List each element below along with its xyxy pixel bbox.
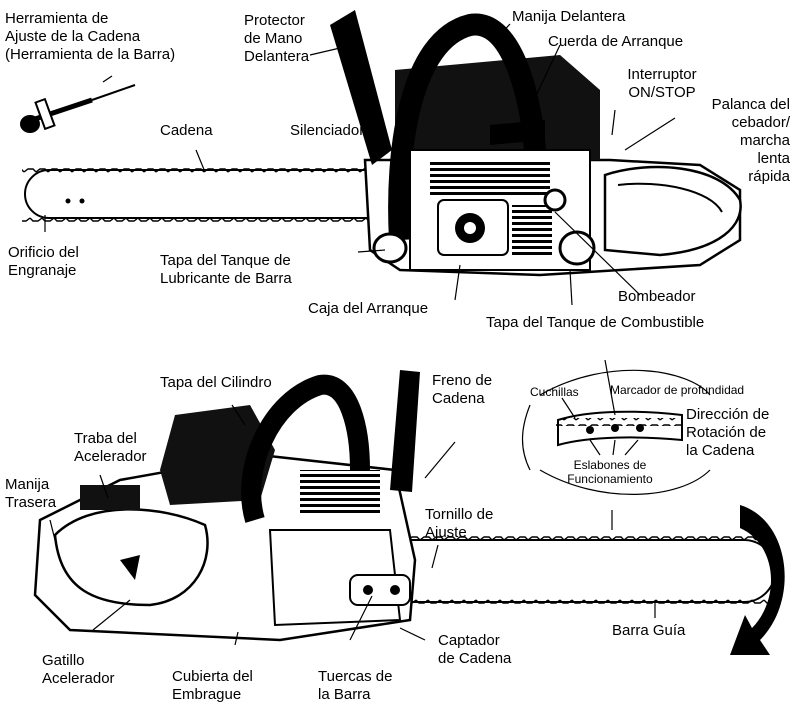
label-sprocket-hole-text: Orificio del Engranaje (8, 244, 79, 279)
top-body-drawing (330, 10, 742, 277)
bottom-leader-lines (49, 404, 656, 646)
top-saw-illustration (20, 10, 742, 306)
label-bar-oil-cap-text: Tapa del Tanque de Lubricante de Barra (160, 252, 292, 287)
bottom-saw-illustration (33, 359, 785, 655)
label-sprocket-hole: Orificio del Engranaje (8, 244, 79, 280)
top-guide-bar-drawing (22, 166, 392, 223)
label-drive-links-text: Eslabones de Funcionamiento (567, 458, 653, 486)
label-choke-lever: Palanca del cebador/ marcha lenta rápida (672, 96, 790, 186)
chain-inset-drawing (521, 359, 711, 495)
label-starter-housing: Caja del Arranque (308, 300, 429, 317)
label-cutters: Cuchillas (530, 385, 579, 399)
label-guide-bar: Barra Guía (612, 622, 686, 639)
rotation-arrow-icon (730, 505, 785, 655)
label-cylinder-cover: Tapa del Cilindro (160, 374, 272, 391)
top-leader-lines (44, 23, 676, 306)
label-front-handle: Manija Delantera (512, 8, 626, 25)
label-chain-brake-text: Freno de Cadena (432, 372, 493, 407)
label-chain-tool-text: Herramienta de Ajuste de la Cadena (Herr… (5, 10, 176, 63)
label-chain-tool: Herramienta de Ajuste de la Cadena (Herr… (5, 10, 235, 64)
label-hand-guard: Protector de Mano Delantera (244, 12, 309, 66)
label-primer-bulb: Bombeador (618, 288, 696, 305)
label-on-stop-switch-text: Interruptor ON/STOP (627, 66, 697, 101)
label-on-stop-switch: Interruptor ON/STOP (602, 66, 722, 102)
label-throttle-lockout-text: Traba del Acelerador (74, 430, 147, 465)
label-chain-catcher: Captador de Cadena (438, 632, 511, 668)
label-bar-oil-cap: Tapa del Tanque de Lubricante de Barra (160, 252, 292, 288)
label-rotation-text: Dirección de Rotación de la Cadena (686, 406, 770, 459)
label-depth-gauge: Marcador de profundidad (610, 383, 745, 397)
label-throttle-trigger-text: Gatillo Acelerador (42, 652, 115, 687)
label-starter-rope: Cuerda de Arranque (548, 33, 684, 50)
label-chain: Cadena (160, 122, 213, 139)
bottom-guide-bar-drawing (379, 535, 776, 606)
label-chain-brake: Freno de Cadena (432, 372, 492, 408)
label-bar-nuts: Tuercas de la Barra (318, 668, 392, 704)
label-rear-handle-text: Manija Trasera (5, 476, 57, 511)
label-muffler: Silenciador (290, 122, 365, 139)
label-throttle-trigger: Gatillo Acelerador (42, 652, 115, 688)
label-rotation: Dirección de Rotación de la Cadena (686, 406, 769, 460)
label-choke-lever-text: Palanca del cebador/ marcha lenta rápida (711, 96, 790, 185)
label-adjusting-screw: Tornillo de Ajuste (425, 506, 493, 542)
label-clutch-cover: Cubierta del Embrague (172, 668, 253, 704)
label-adjusting-screw-text: Tornillo de Ajuste (425, 506, 494, 541)
label-rear-handle: Manija Trasera (5, 476, 56, 512)
bottom-body-drawing (33, 370, 420, 642)
label-hand-guard-text: Protector de Mano Delantera (244, 12, 310, 65)
label-chain-catcher-text: Captador de Cadena (438, 632, 512, 667)
chain-tool-drawing (20, 84, 136, 133)
label-bar-nuts-text: Tuercas de la Barra (318, 668, 393, 703)
label-clutch-cover-text: Cubierta del Embrague (172, 668, 253, 703)
label-fuel-cap: Tapa del Tanque de Combustible (486, 314, 705, 331)
label-drive-links: Eslabones de Funcionamiento (555, 458, 665, 486)
label-throttle-lockout: Traba del Acelerador (74, 430, 147, 466)
